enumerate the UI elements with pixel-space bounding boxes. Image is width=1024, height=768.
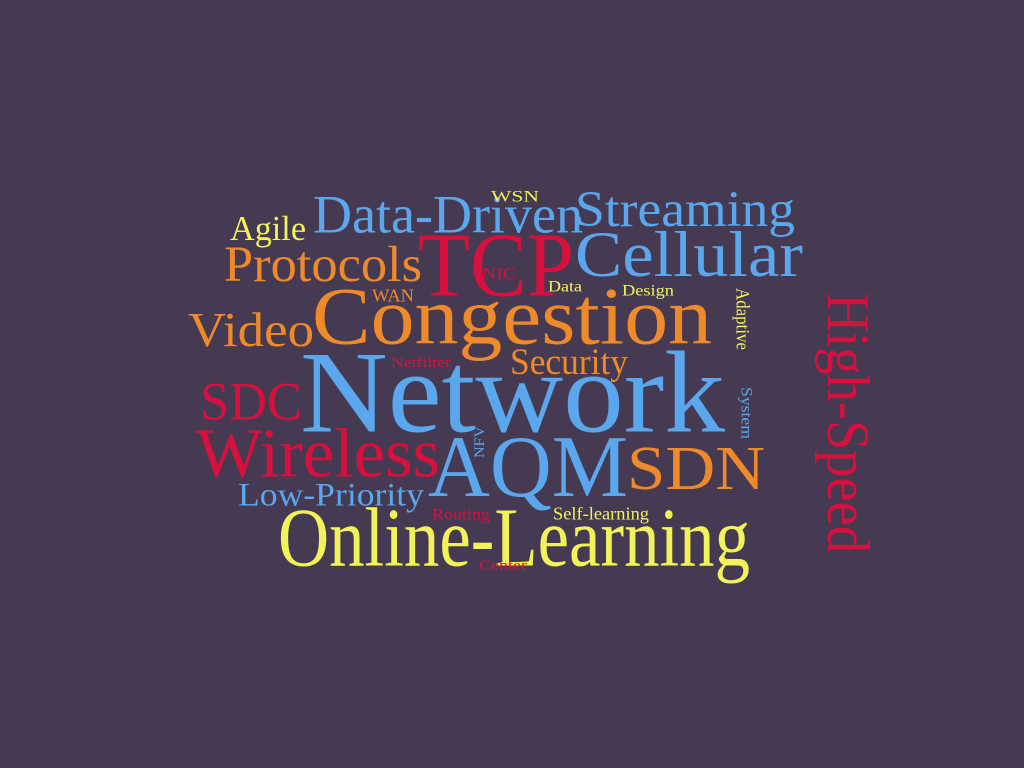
word-wan: WAN bbox=[372, 285, 414, 306]
word-tcp: TCP bbox=[418, 214, 574, 316]
word-low-priority: Low-Priority bbox=[238, 477, 424, 514]
word-sdn: SDN bbox=[627, 432, 765, 503]
word-agile: Agile bbox=[230, 209, 306, 249]
word-security: Security bbox=[510, 342, 628, 384]
word-adaptive: Adaptive bbox=[731, 288, 753, 350]
word-online-learning: Online-Learning bbox=[278, 491, 750, 585]
word-network: Network bbox=[300, 328, 725, 458]
word-sdc: SDC bbox=[200, 371, 302, 432]
word-wsn: WSN bbox=[491, 187, 539, 206]
word-center: Center bbox=[479, 557, 527, 574]
word-nic: NIC bbox=[482, 264, 516, 283]
word-wireless: Wireless bbox=[196, 415, 440, 493]
word-high-speed: High-Speed bbox=[813, 293, 881, 553]
word-aqm: AQM bbox=[428, 417, 628, 516]
word-streaming: Streaming bbox=[575, 180, 795, 238]
word-self-learning: Self-learning bbox=[553, 503, 649, 524]
word-video: Video bbox=[188, 302, 314, 358]
word-data: Data bbox=[548, 277, 582, 296]
word-design: Design bbox=[622, 281, 674, 300]
word-protocols: Protocols bbox=[224, 235, 422, 293]
word-cellular: Cellular bbox=[575, 218, 803, 291]
word-data-driven: Data-Driven bbox=[313, 184, 583, 245]
word-congestion: Congestion bbox=[312, 270, 712, 362]
word-nfv: NFV bbox=[471, 426, 488, 458]
word-netfilter: Netfilter bbox=[391, 354, 451, 371]
word-routing: Routing bbox=[432, 505, 490, 524]
word-system: System bbox=[737, 387, 756, 439]
